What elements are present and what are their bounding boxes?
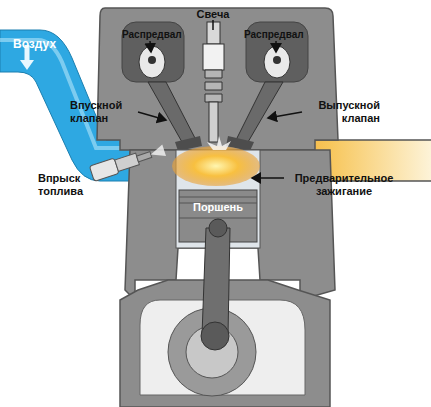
injector-nozzle xyxy=(137,152,152,162)
camshaft-axis xyxy=(273,56,281,64)
preignition-label: Предварительное зажигание xyxy=(280,172,408,198)
fuel-spray xyxy=(149,145,166,161)
leader-arrow xyxy=(252,177,284,179)
piston-pin xyxy=(209,219,227,237)
connecting-rod xyxy=(202,228,230,335)
cylinder-head xyxy=(97,8,338,150)
camshaft-label: Распредвал xyxy=(122,28,192,41)
spark-plug-thread xyxy=(205,70,222,102)
leader-arrow xyxy=(275,41,277,52)
camshaft xyxy=(264,46,290,78)
exhaust-valve-stem xyxy=(236,82,283,142)
spark-plug-body xyxy=(209,102,218,142)
leader-line xyxy=(212,20,214,30)
piston xyxy=(179,190,257,242)
intake-valve-stem xyxy=(148,82,196,142)
piston-ring xyxy=(179,218,257,219)
camshaft-label: Распредвал xyxy=(244,28,314,41)
exhaust-valve-label: Выпускной клапан xyxy=(300,99,380,125)
intake-valve-label: Впускной клапан xyxy=(70,99,142,125)
combustion-glow xyxy=(172,146,260,186)
injector-body xyxy=(89,158,119,181)
air-arrow-head xyxy=(20,60,34,70)
piston-ring xyxy=(179,197,257,198)
air-label: Воздух xyxy=(13,38,63,51)
camshaft xyxy=(139,46,165,78)
spark xyxy=(207,136,231,150)
crank-pin xyxy=(201,322,229,350)
fuel-injector xyxy=(89,143,166,182)
leader-arrow xyxy=(150,41,151,52)
camshaft-axis xyxy=(148,56,156,64)
fuel-injection-label: Впрыск топлива xyxy=(38,172,100,198)
spark-plug-label: Свеча xyxy=(190,8,236,21)
spark-plug-insulator xyxy=(203,44,224,70)
leader-arrow xyxy=(268,112,302,118)
injector-body xyxy=(115,153,140,171)
piston-label: Поршень xyxy=(182,201,254,214)
leader-arrow xyxy=(138,112,166,120)
